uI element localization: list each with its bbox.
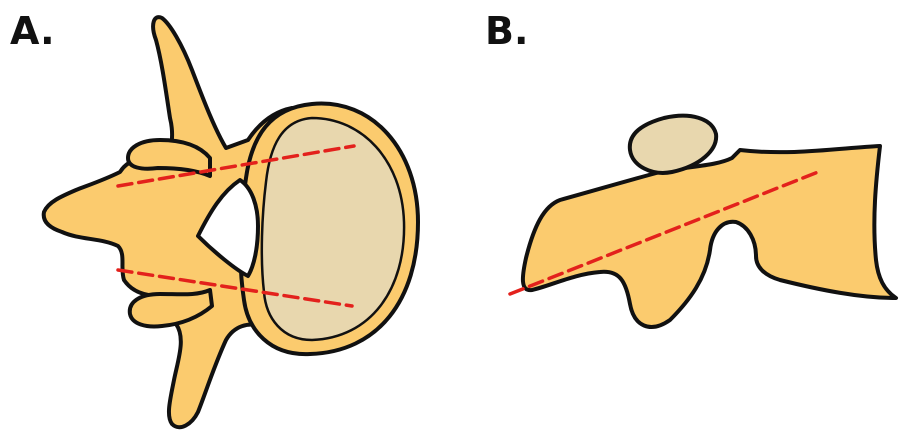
axial-vertebra [44, 17, 418, 427]
lateral-vertebra-body [523, 146, 896, 327]
lateral-vertebra [510, 116, 896, 327]
